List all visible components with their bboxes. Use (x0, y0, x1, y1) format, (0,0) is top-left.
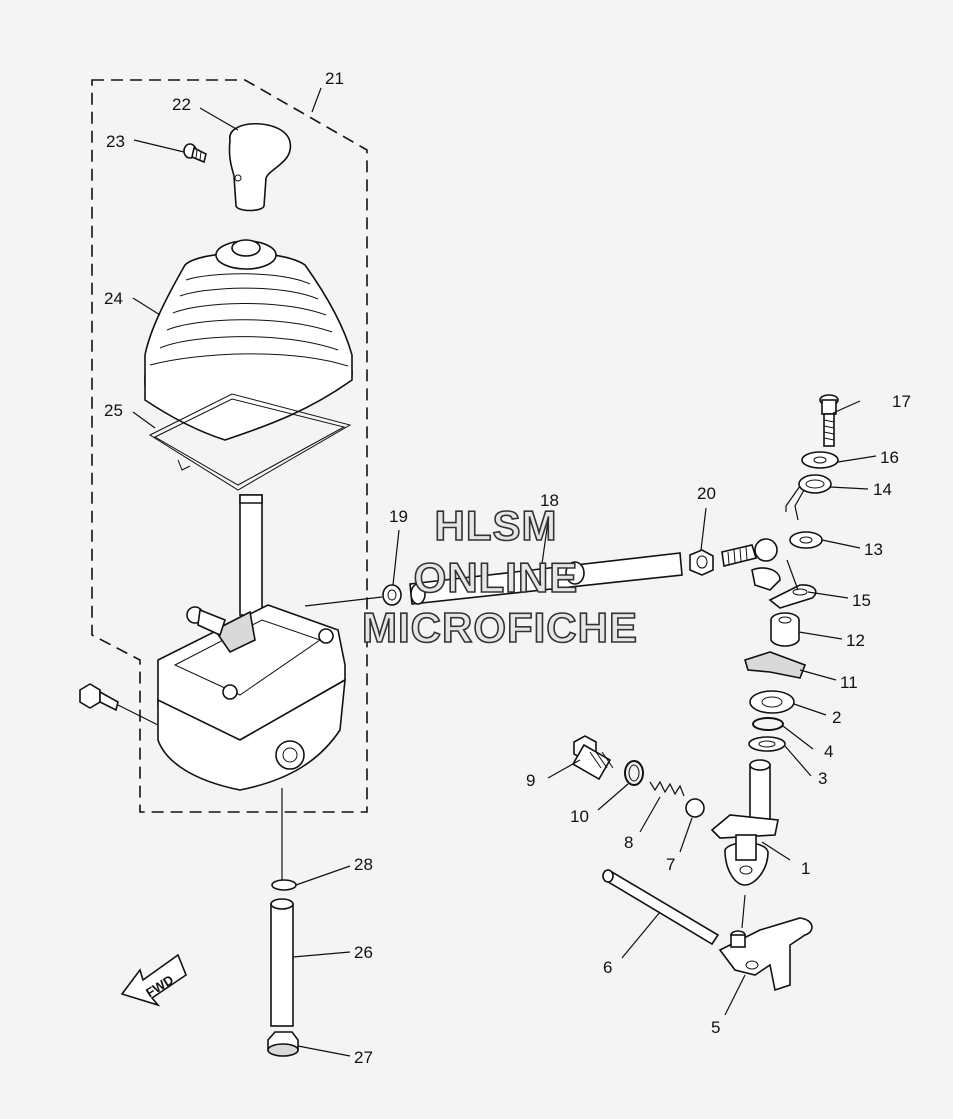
part-control-rod (304, 552, 683, 607)
part-cap-27 (267, 1031, 299, 1057)
assembly-boundary (91, 79, 368, 813)
part-plug-bolt (571, 735, 614, 781)
callout-3: 3 (818, 769, 827, 788)
callout-7: 7 (666, 855, 675, 874)
watermark-line-2: ONLINE (414, 554, 579, 601)
callout-19: 19 (389, 507, 408, 526)
callout-21: 21 (325, 69, 344, 88)
fwd-direction-arrow: FWD (120, 953, 187, 1007)
part-washer-16 (801, 451, 839, 469)
callout-26: 26 (354, 943, 373, 962)
callout-11: 11 (840, 673, 858, 692)
callout-27: 27 (354, 1048, 373, 1067)
part-shift-lever-rod (239, 494, 263, 616)
part-spring-8 (649, 780, 685, 797)
part-spring-clip (785, 474, 832, 521)
callout-17: 17 (892, 392, 911, 411)
part-shift-housing (157, 604, 346, 791)
callout-16: 16 (880, 448, 899, 467)
callout-1: 1 (801, 859, 810, 878)
watermark: HLSM ONLINE MICROFICHE (361, 501, 638, 652)
callout-18: 18 (540, 491, 559, 510)
watermark-line-3: MICROFICHE (362, 604, 638, 651)
leader-lines (132, 87, 877, 1057)
watermark-line-1: HLSM (435, 502, 558, 549)
callout-6: 6 (603, 958, 612, 977)
part-shift-fork (718, 894, 813, 992)
part-pin-26 (270, 898, 294, 1027)
callout-10: 10 (570, 807, 589, 826)
part-shift-knob (228, 123, 292, 212)
part-collar-12 (770, 612, 800, 647)
part-ball-joint (721, 538, 781, 591)
part-washer-3 (748, 736, 786, 752)
part-bolt-17 (819, 394, 839, 447)
part-small-screw (183, 143, 207, 164)
callout-9: 9 (526, 771, 535, 790)
callout-labels: 1 2 3 4 5 6 7 8 9 10 11 12 13 14 15 16 1… (104, 69, 911, 1067)
part-nut-20 (689, 549, 714, 576)
part-lever-arm (768, 559, 817, 609)
part-housing-bolt (79, 683, 159, 726)
part-oring-10 (624, 760, 644, 786)
callout-12: 12 (846, 631, 865, 650)
part-bushing-2 (749, 690, 795, 714)
callout-15: 15 (852, 591, 871, 610)
part-ball-7 (685, 798, 705, 818)
callout-14: 14 (873, 480, 892, 499)
part-plate-11 (744, 651, 807, 679)
callout-2: 2 (832, 708, 841, 727)
part-gasket (148, 393, 352, 491)
callout-13: 13 (864, 540, 883, 559)
callout-24: 24 (104, 289, 123, 308)
washer-19-hole (387, 589, 397, 601)
callout-22: 22 (172, 95, 191, 114)
callout-5: 5 (711, 1018, 720, 1037)
callout-8: 8 (624, 833, 633, 852)
part-circlip-4 (752, 717, 784, 731)
callout-4: 4 (824, 742, 833, 761)
part-rubber-boot (144, 239, 353, 441)
callout-25: 25 (104, 401, 123, 420)
part-guide-rod (602, 869, 720, 946)
part-washer-13 (789, 531, 823, 549)
callout-20: 20 (697, 484, 716, 503)
part-clip-28 (271, 788, 297, 891)
callout-28: 28 (354, 855, 373, 874)
part-washer-19 (382, 584, 402, 606)
part-shift-shaft (710, 759, 779, 886)
callout-23: 23 (106, 132, 125, 151)
